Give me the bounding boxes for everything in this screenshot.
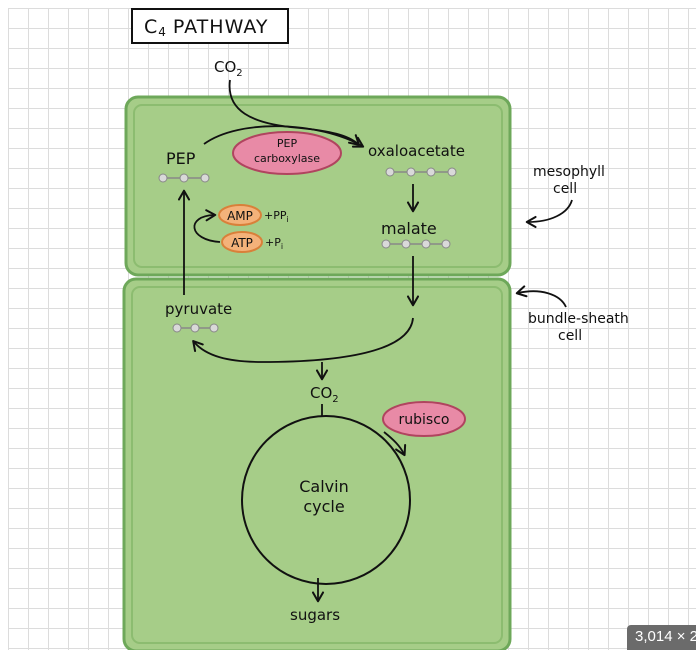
calvin-label-line1: Calvin: [299, 477, 348, 496]
atp-suffix: +Pi: [265, 236, 283, 251]
amp-suffix: +PPi: [264, 209, 289, 224]
enzyme-label-line2: carboxylase: [254, 152, 320, 165]
malate-label: malate: [381, 219, 437, 238]
mesophyll-pointer-arrow: [525, 199, 573, 229]
calvin-cycle-circle: [241, 415, 411, 585]
bundle-sheath-annotation-line2: cell: [558, 328, 582, 344]
rubisco-enzyme: [382, 401, 466, 437]
pep-carboxylase-enzyme: [232, 131, 342, 175]
pep-molecule: [158, 173, 210, 183]
calvin-label-line2: cycle: [303, 497, 344, 516]
oxaloacetate-molecule: [385, 167, 457, 177]
atp-badge: [221, 231, 263, 253]
mesophyll-annotation-line2: cell: [553, 181, 577, 197]
sugars-label: sugars: [290, 606, 340, 624]
enzyme-label-line1: PEP: [277, 137, 298, 150]
atp-label: ATP: [231, 236, 253, 250]
atp-to-amp-arrow: [193, 209, 221, 243]
pep-label: PEP: [166, 149, 196, 168]
image-dimension-badge: 3,014 × 2: [627, 625, 696, 650]
pyruvate-molecule: [172, 323, 219, 333]
malate-molecule: [381, 239, 451, 249]
bundle-sheath-cell-inner: [131, 286, 503, 644]
calvin-cycle-direction-arrow: [383, 431, 407, 457]
bundle-sheath-cell: [122, 277, 512, 650]
co2-top-label: CO2: [214, 58, 243, 79]
rubisco-label: rubisco: [399, 412, 450, 428]
mesophyll-cell-inner: [133, 104, 503, 268]
pep-to-oxaloacetate-arrow: [203, 125, 365, 148]
bundle-sheath-pointer-arrow: [515, 285, 567, 308]
co2-bottom-label: CO2: [310, 384, 339, 405]
pyruvate-label: pyruvate: [165, 300, 232, 318]
malate-to-pyruvate-arrow: [192, 317, 414, 363]
amp-badge: [218, 204, 262, 226]
oxaloacetate-label: oxaloacetate: [368, 142, 465, 160]
bundle-sheath-annotation-line1: bundle-sheath: [528, 311, 629, 327]
title-box: [131, 8, 289, 44]
mesophyll-annotation-line1: mesophyll: [533, 164, 605, 180]
amp-label: AMP: [227, 209, 253, 223]
mesophyll-cell: [124, 95, 512, 277]
